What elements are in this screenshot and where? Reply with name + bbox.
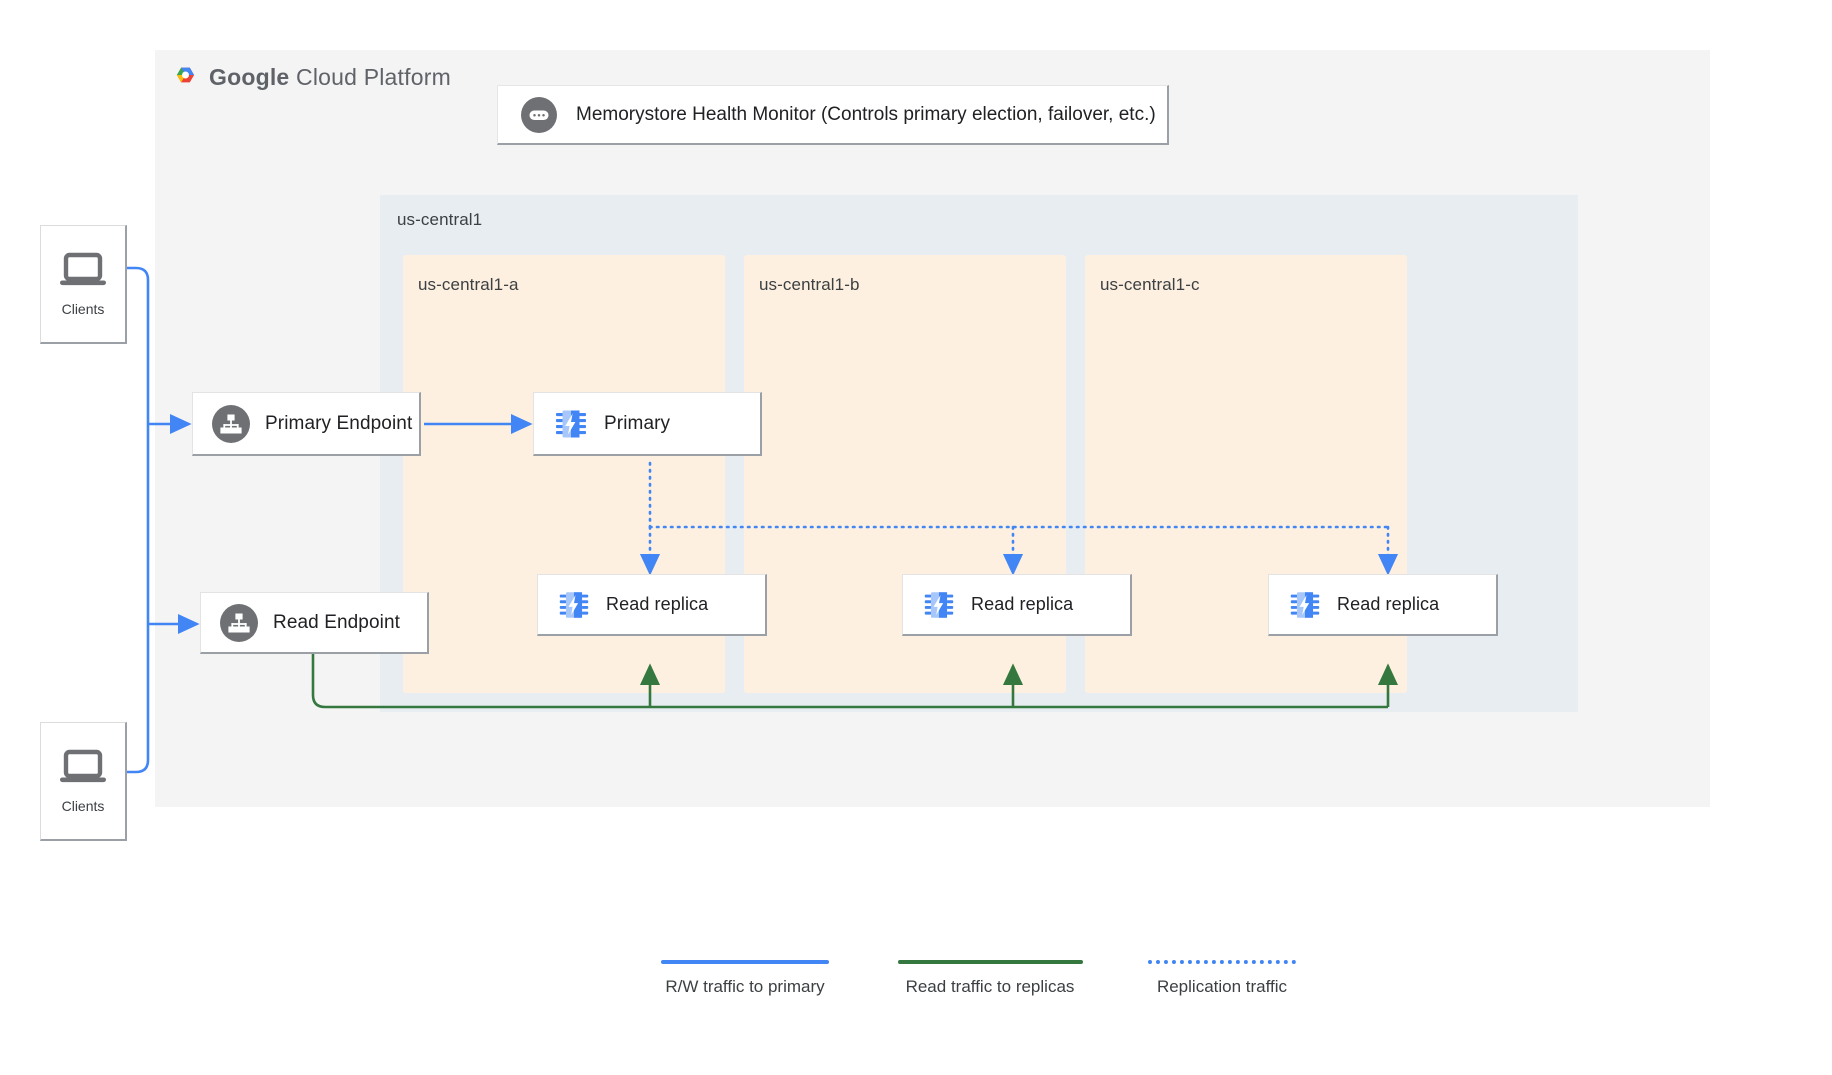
read-replica-label-zone-b: Read replica	[971, 594, 1074, 614]
read-replica-card-zone-c[interactable]: Read replica	[1268, 574, 1498, 636]
legend-swatch-replication-traffic	[1148, 960, 1296, 964]
legend-swatch-read-traffic	[897, 960, 1083, 964]
client-label-top: Clients	[61, 301, 105, 317]
endpoint-hierarchy-icon	[211, 404, 251, 444]
region-label: us-central1	[397, 210, 483, 229]
legend-label-rw-traffic: R/W traffic to primary	[665, 977, 825, 996]
zone-label-us-central1-b: us-central1-b	[759, 275, 860, 294]
legend-item-read-traffic: Read traffic to replicas	[895, 960, 1085, 997]
primary-node-label: Primary	[604, 412, 671, 434]
gcp-wordmark-bold: Google	[209, 64, 290, 90]
health-monitor-label: Memorystore Health Monitor (Controls pri…	[576, 103, 1156, 125]
legend: R/W traffic to primary Read traffic to r…	[660, 960, 1297, 997]
primary-endpoint-label: Primary Endpoint	[265, 412, 413, 434]
primary-node-card[interactable]: Primary	[533, 392, 762, 456]
gcp-wordmark-rest: Cloud Platform	[296, 64, 451, 90]
zone-label-us-central1-c: us-central1-c	[1100, 275, 1200, 294]
laptop-icon	[57, 251, 109, 291]
memorystore-chip-icon	[1287, 587, 1323, 623]
memorystore-chip-icon	[556, 587, 592, 623]
memorystore-health-monitor-box[interactable]: Memorystore Health Monitor (Controls pri…	[497, 85, 1169, 145]
laptop-icon	[57, 748, 109, 788]
zone-label-us-central1-a: us-central1-a	[418, 275, 519, 294]
google-cloud-logo-icon	[172, 66, 199, 90]
memorystore-chip-icon	[921, 587, 957, 623]
legend-label-read-traffic: Read traffic to replicas	[905, 977, 1075, 996]
health-monitor-icon	[520, 96, 558, 134]
legend-swatch-rw-traffic	[661, 960, 829, 964]
google-cloud-platform-logo: Google Cloud Platform	[172, 64, 451, 91]
client-label-bottom: Clients	[61, 798, 105, 814]
read-replica-label-zone-c: Read replica	[1337, 594, 1440, 614]
client-box-bottom[interactable]: Clients	[40, 722, 127, 841]
read-replica-label-zone-a: Read replica	[606, 594, 709, 614]
client-bus-line	[112, 266, 150, 774]
read-replica-card-zone-a[interactable]: Read replica	[537, 574, 767, 636]
client-box-top[interactable]: Clients	[40, 225, 127, 344]
read-traffic-bus-line	[311, 651, 1388, 709]
legend-label-replication-traffic: Replication traffic	[1156, 977, 1288, 996]
read-endpoint-card[interactable]: Read Endpoint	[200, 592, 429, 654]
primary-endpoint-card[interactable]: Primary Endpoint	[192, 392, 421, 456]
read-endpoint-label: Read Endpoint	[273, 611, 401, 633]
endpoint-hierarchy-icon	[219, 603, 259, 643]
legend-item-rw-traffic: R/W traffic to primary	[660, 960, 830, 997]
memorystore-chip-icon	[552, 405, 590, 443]
gcp-wordmark: Google Cloud Platform	[209, 64, 451, 91]
read-replica-card-zone-b[interactable]: Read replica	[902, 574, 1132, 636]
legend-item-replication-traffic: Replication traffic	[1147, 960, 1297, 997]
